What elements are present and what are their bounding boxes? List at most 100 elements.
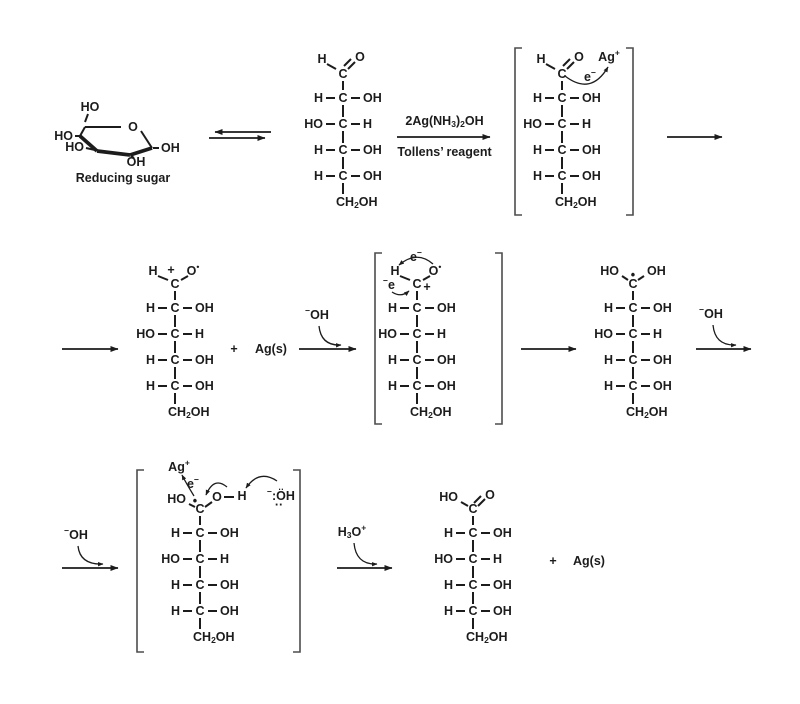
substituent-label: H — [582, 117, 591, 131]
silver-solid-label: Ag(s) — [573, 554, 605, 568]
oxygen-radical-label: O• — [429, 262, 442, 279]
electron-label: e− — [410, 248, 422, 265]
bond — [343, 58, 352, 67]
carbon-label: C — [338, 169, 347, 183]
plus-sign: + — [230, 342, 237, 356]
carbon-label: C — [412, 301, 421, 315]
bracket-left — [514, 47, 522, 216]
substituent-label: H — [653, 327, 662, 341]
substituent-label: H — [146, 301, 155, 315]
radical-dot: • — [193, 494, 197, 508]
substituent-label: H — [314, 91, 323, 105]
substituent-label: OH — [582, 91, 601, 105]
substituent-label: H — [171, 604, 180, 618]
substituent-label: OH — [220, 526, 239, 540]
substituent-label: HO — [161, 552, 180, 566]
substituent-label: H — [146, 379, 155, 393]
carbon-label: C — [338, 67, 347, 81]
substituent-label: OH — [493, 526, 512, 540]
bond — [347, 61, 356, 70]
substituent-label: H — [388, 301, 397, 315]
bond — [204, 501, 213, 508]
ring-caption: Reducing sugar — [76, 171, 171, 185]
bond — [188, 503, 196, 508]
substituent-label: H — [363, 117, 372, 131]
carbon-label: C — [338, 143, 347, 157]
substituent-label: HO — [378, 327, 397, 341]
hydrogen-label: H — [148, 264, 157, 278]
substituent-label: OH — [437, 353, 456, 367]
ch2oh-label: CH2OH — [466, 630, 508, 645]
carbon-label: C — [557, 117, 566, 131]
ch2oh-label: CH2OH — [626, 405, 668, 420]
oxygen-radical-label: O• — [187, 262, 200, 279]
plus-sign: + — [549, 554, 556, 568]
substituent-label: OH — [363, 91, 382, 105]
substituent-label: OH — [220, 578, 239, 592]
reagent-addition-arrow — [318, 325, 342, 348]
deprotonation-arrow — [245, 475, 278, 489]
substituent-label: OH — [363, 169, 382, 183]
electron-transfer-arrow — [564, 66, 609, 85]
substituent-label: H — [171, 578, 180, 592]
carbon-label: C — [468, 604, 477, 618]
substituent-label: OH — [437, 301, 456, 315]
ring-bond — [79, 126, 86, 137]
bond — [157, 275, 169, 281]
ring-oh-bottom-label: OH — [127, 155, 146, 169]
carbon-label: C — [468, 502, 477, 516]
carbon-label: C — [338, 91, 347, 105]
oxygen-label: O — [212, 490, 222, 504]
reagent-label: −OH — [64, 526, 88, 543]
ring-oxygen-label: O — [128, 120, 138, 134]
carbon-label: C — [468, 526, 477, 540]
reagent-addition-arrow — [353, 542, 378, 567]
bond — [545, 63, 556, 70]
hydrogen-label: H — [317, 52, 326, 66]
substituent-label: OH — [493, 604, 512, 618]
ring-bond — [84, 113, 89, 123]
hydrogen-label: H — [390, 264, 399, 278]
substituent-label: HO — [523, 117, 542, 131]
substituent-label: OH — [195, 379, 214, 393]
carbon-label: C — [412, 379, 421, 393]
substituent-label: H — [388, 353, 397, 367]
bond — [477, 498, 486, 507]
carbon-label: C — [195, 502, 204, 516]
carbon-label: C — [195, 578, 204, 592]
electron-label: e− — [187, 475, 199, 492]
substituent-label: OH — [493, 578, 512, 592]
electron-transfer-arrow — [181, 474, 195, 497]
substituent-label: HO — [600, 264, 619, 278]
carbon-label: C — [170, 277, 179, 291]
ring-ho-left-label: HO — [54, 129, 73, 143]
substituent-label: H — [604, 379, 613, 393]
carbon-label: C — [170, 327, 179, 341]
reagent-label: −OH — [305, 306, 329, 323]
ch2oh-label: CH2OH — [555, 195, 597, 210]
bracket-left — [374, 252, 382, 425]
ring-bond — [130, 155, 135, 159]
carbon-label: C — [468, 578, 477, 592]
reagent-label: 2Ag(NH3)2OH — [405, 114, 483, 129]
bond — [473, 495, 482, 504]
substituent-label: OH — [653, 353, 672, 367]
substituent-label: OH — [653, 301, 672, 315]
plus-charge: + — [423, 280, 430, 294]
reagent-addition-arrow — [712, 324, 737, 348]
bracket-right — [293, 469, 301, 653]
ring-bond — [140, 130, 153, 149]
substituent-label: H — [533, 91, 542, 105]
substituent-label: OH — [220, 604, 239, 618]
bond — [637, 275, 645, 281]
reagent-label: −OH — [699, 305, 723, 322]
substituent-label: H — [604, 353, 613, 367]
substituent-label: OH — [653, 379, 672, 393]
substituent-label: H — [314, 169, 323, 183]
substituent-label: H — [444, 604, 453, 618]
reagent-addition-arrow — [77, 545, 104, 567]
substituent-label: H — [533, 143, 542, 157]
substituent-label: HO — [304, 117, 323, 131]
bracket-right — [626, 47, 634, 216]
electron-flow-arrow — [391, 290, 410, 296]
